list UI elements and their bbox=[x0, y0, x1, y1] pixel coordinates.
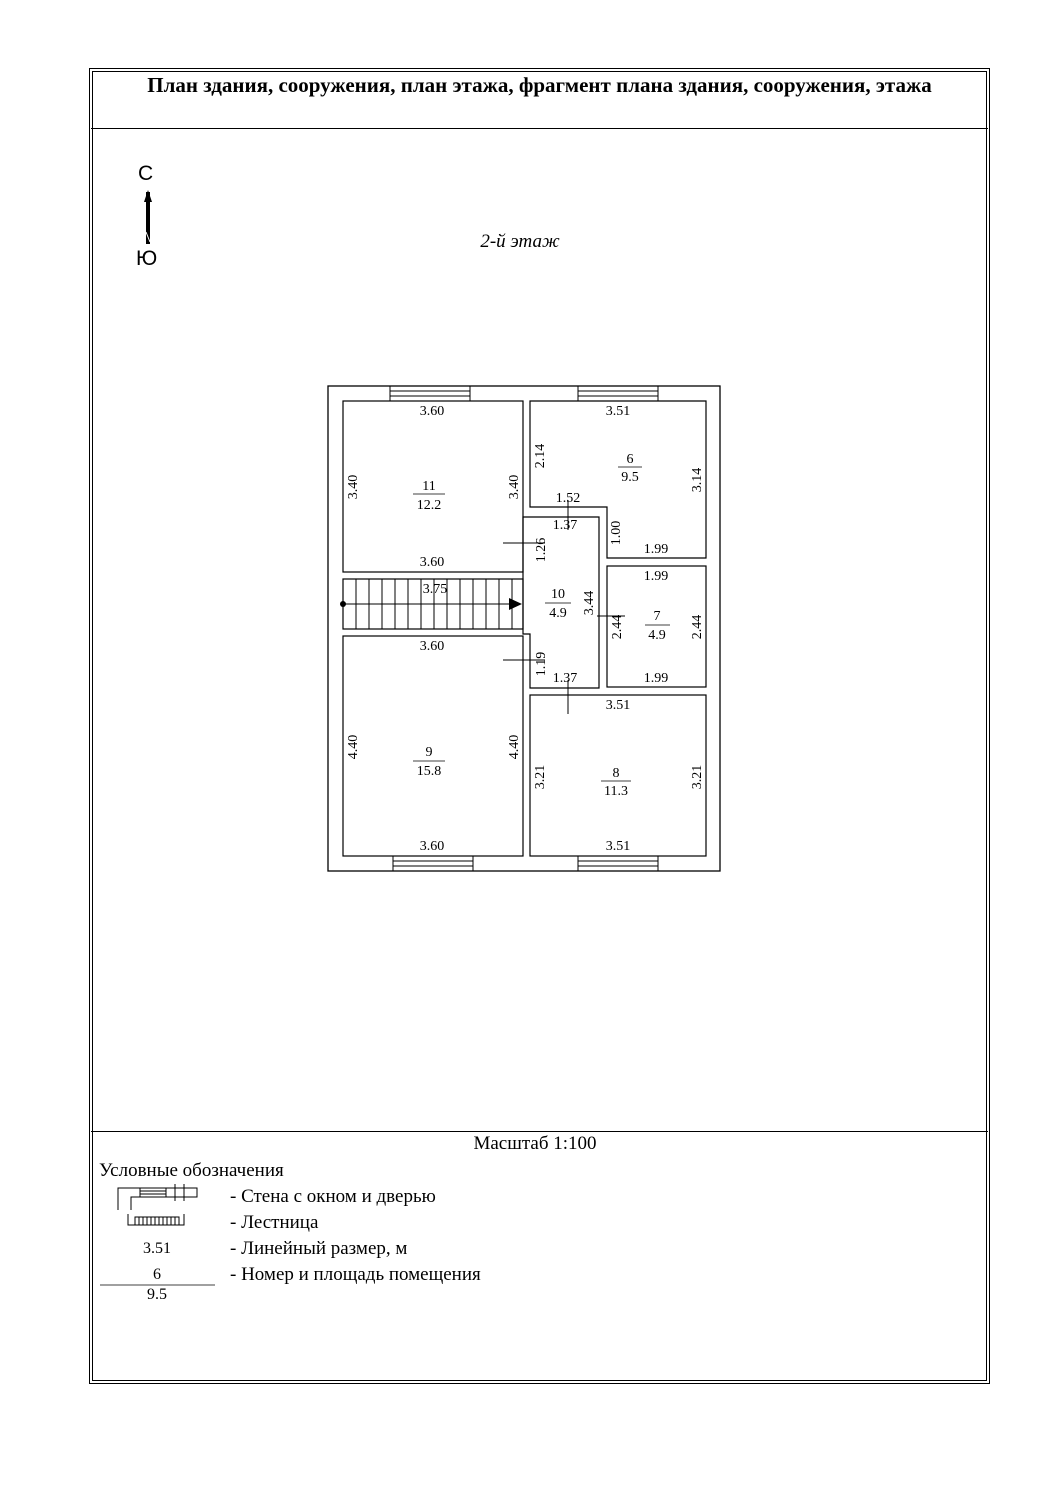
dim-label: 3.40 bbox=[346, 475, 361, 500]
dim-label: 2.44 bbox=[610, 615, 625, 640]
room-7 bbox=[606, 565, 707, 688]
dim-label: 1.19 bbox=[534, 652, 549, 677]
dim-label: 1.37 bbox=[553, 671, 578, 686]
dim-label: 1.00 bbox=[609, 521, 624, 546]
legend-divider bbox=[91, 1131, 988, 1132]
room-11 bbox=[342, 400, 524, 573]
room-10 bbox=[522, 516, 600, 689]
dim-label: 3.44 bbox=[582, 591, 597, 616]
page-frame bbox=[89, 68, 990, 1384]
dim-label: 3.60 bbox=[420, 839, 445, 854]
dim-label: 1.37 bbox=[553, 518, 578, 533]
dim-label: 3.40 bbox=[507, 475, 522, 500]
dim-label: 3.51 bbox=[606, 698, 631, 713]
room-6-area: 9.5 bbox=[621, 470, 639, 485]
room-10-number: 10 bbox=[551, 587, 565, 602]
dim-label: 3.21 bbox=[690, 765, 705, 790]
room-9-number: 9 bbox=[426, 745, 433, 760]
window-top-right bbox=[577, 385, 659, 401]
dim-label: 3.51 bbox=[606, 839, 631, 854]
dim-label: 1.99 bbox=[644, 671, 669, 686]
room-11-area: 12.2 bbox=[417, 498, 442, 513]
floor-label: 2-й этаж bbox=[480, 231, 560, 252]
room-7-area: 4.9 bbox=[648, 628, 666, 643]
room-9 bbox=[342, 635, 524, 857]
dim-label: 1.99 bbox=[644, 569, 669, 584]
room-9-area: 15.8 bbox=[417, 764, 442, 779]
dim-label: 3.75 bbox=[423, 582, 448, 597]
dim-label: 3.14 bbox=[690, 468, 705, 493]
legend-item-dimension: - Линейный размер, м bbox=[230, 1238, 408, 1259]
legend-item-wall: - Стена с окном и дверью bbox=[230, 1186, 436, 1207]
window-top-left bbox=[389, 385, 471, 401]
dim-label: 3.51 bbox=[606, 404, 631, 419]
legend-room-area-sample: 9.5 bbox=[147, 1286, 167, 1303]
legend-item-room: - Номер и площадь помещения bbox=[230, 1264, 481, 1285]
room-6-number: 6 bbox=[627, 452, 634, 467]
dim-label: 1.26 bbox=[534, 538, 549, 563]
dim-label: 1.52 bbox=[556, 491, 581, 506]
dim-label: 1.99 bbox=[644, 542, 669, 557]
dim-label: 4.40 bbox=[346, 735, 361, 760]
title-divider bbox=[91, 128, 988, 129]
dim-label: 3.60 bbox=[420, 404, 445, 419]
dim-label: 4.40 bbox=[507, 735, 522, 760]
room-11-number: 11 bbox=[422, 479, 435, 494]
page-title: План здания, сооружения, план этажа, фра… bbox=[147, 73, 932, 97]
legend-room-number-sample: 6 bbox=[153, 1266, 161, 1283]
legend-title: Условные обозначения bbox=[99, 1160, 284, 1181]
legend-item-stairs: - Лестница bbox=[230, 1212, 319, 1233]
dim-label: 2.14 bbox=[533, 444, 548, 469]
window-bottom-left bbox=[392, 856, 474, 872]
window-bottom-right bbox=[577, 856, 659, 872]
room-10-area: 4.9 bbox=[549, 606, 567, 621]
legend-dim-sample: 3.51 bbox=[143, 1240, 171, 1257]
dim-label: 2.44 bbox=[690, 615, 705, 640]
compass-south-label: Ю bbox=[136, 247, 158, 270]
compass-north-label: С bbox=[138, 162, 154, 185]
scale-label: Масштаб 1:100 bbox=[473, 1133, 597, 1154]
dim-label: 3.60 bbox=[420, 555, 445, 570]
room-8 bbox=[529, 694, 707, 857]
dim-label: 3.60 bbox=[420, 639, 445, 654]
room-8-area: 11.3 bbox=[604, 784, 628, 799]
room-8-number: 8 bbox=[613, 766, 620, 781]
room-7-number: 7 bbox=[654, 609, 661, 624]
room-6 bbox=[529, 400, 707, 559]
dim-label: 3.21 bbox=[533, 765, 548, 790]
